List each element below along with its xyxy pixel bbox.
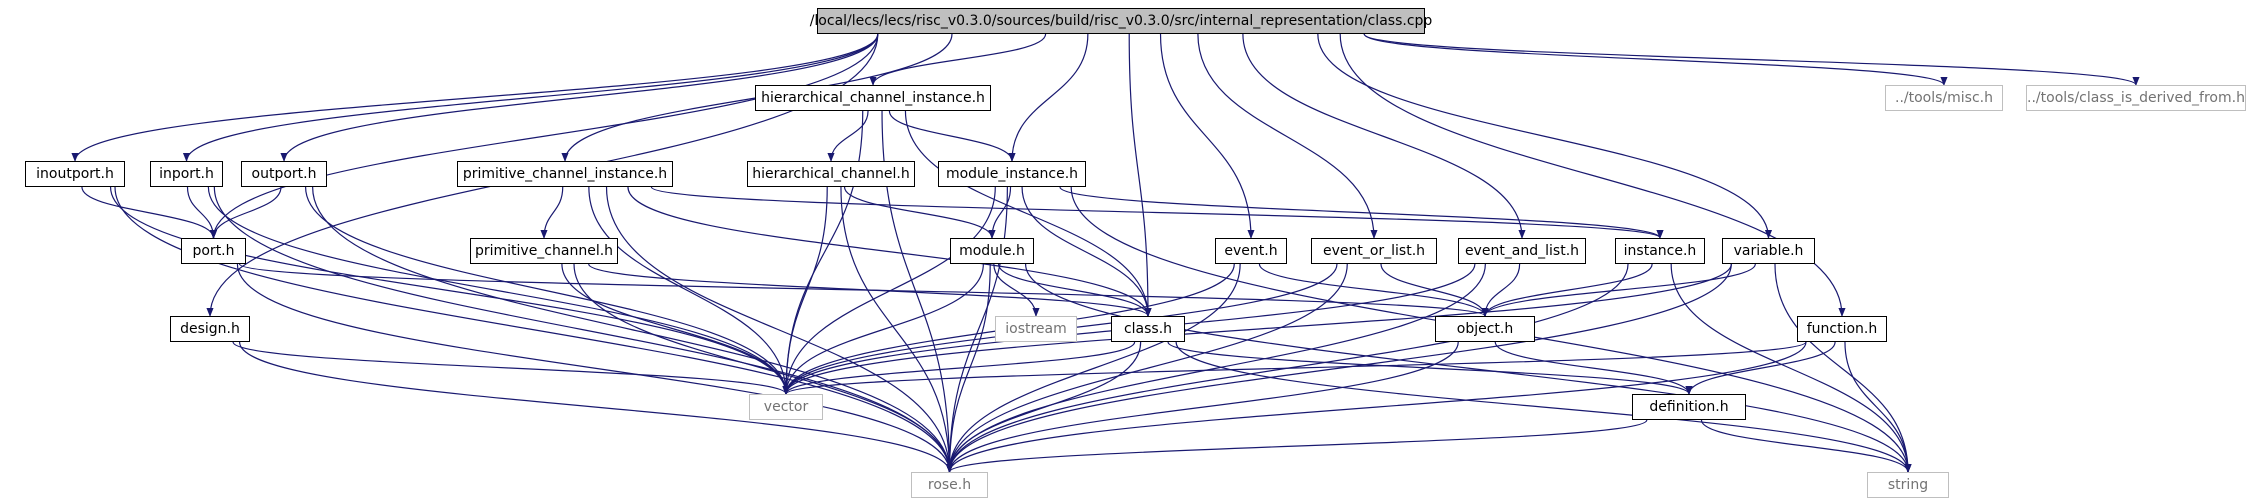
node-module-instance-h[interactable]: module_instance.h <box>938 161 1086 187</box>
edge-pci-to-pc <box>540 186 564 239</box>
edge-outport-to-vector <box>304 186 790 395</box>
edge-hci-to-hc <box>827 110 869 162</box>
edge-eol-to-rose <box>945 263 1348 473</box>
edge-outport-to-rose <box>312 186 954 473</box>
node-primitive-channel-instance-h[interactable]: primitive_channel_instance.h <box>457 161 673 187</box>
edge-root-to-outport <box>280 33 879 162</box>
edge-function-to-string <box>1844 341 1912 473</box>
edge-eol-to-object <box>1380 263 1489 317</box>
edge-root-to-event <box>1159 33 1255 239</box>
edge-module-to-vector <box>782 263 984 395</box>
node-rose-h: rose.h <box>911 472 988 498</box>
edge-root-to-inoutport <box>71 33 879 162</box>
edge-mi-to-class <box>1021 186 1152 317</box>
edge-function-to-definition <box>1685 341 1836 395</box>
edge-pc-to-class <box>588 263 1152 317</box>
edge-hc-to-module <box>843 186 996 239</box>
edge-definition-to-string <box>1700 419 1912 473</box>
edge-inport-to-vector <box>207 186 790 395</box>
edge-function-to-rose <box>946 341 1807 473</box>
edge-module-to-iostream <box>993 263 1040 317</box>
edge-hci-to-mi <box>888 110 1016 162</box>
edge-class-to-vector <box>782 341 1136 395</box>
edge-module-to-string <box>1025 263 1912 473</box>
node-iostream: iostream <box>995 316 1077 342</box>
edge-pci-to-vector <box>588 186 790 395</box>
node-port-h[interactable]: port.h <box>181 238 246 264</box>
node-vector: vector <box>749 394 823 420</box>
edge-pci-to-class <box>627 186 1152 317</box>
edge-class-to-definition <box>1167 341 1693 395</box>
edge-design-to-vector <box>232 341 790 395</box>
edge-variable-to-rose <box>945 263 1732 473</box>
edge-mi-to-instance <box>1059 186 1664 239</box>
edge-root-to-eal <box>1242 33 1526 239</box>
edge-root-to-variable <box>1317 33 1773 239</box>
edge-variable-to-object <box>1481 263 1756 317</box>
edge-inoutport-to-rose <box>114 186 954 473</box>
edge-mi-to-module <box>988 186 1012 239</box>
edge-object-to-definition <box>1494 341 1693 395</box>
edge-inport-to-rose <box>213 186 954 473</box>
edge-pci-to-instance <box>650 186 1664 239</box>
edge-inoutport-to-port <box>81 186 218 239</box>
node-object-h[interactable]: object.h <box>1435 316 1535 342</box>
edge-class-to-string <box>1175 341 1912 473</box>
node-class-h[interactable]: class.h <box>1111 316 1185 342</box>
node-primitive-channel-h[interactable]: primitive_channel.h <box>470 238 618 264</box>
edge-inoutport-to-vector <box>109 186 790 395</box>
edge-root-to-eol <box>1197 33 1378 239</box>
edge-instance-to-object <box>1481 263 1653 317</box>
node-hierarchical-channel-h[interactable]: hierarchical_channel.h <box>747 161 915 187</box>
edge-port-to-rose <box>236 263 954 473</box>
node-inport-h[interactable]: inport.h <box>150 161 223 187</box>
edge-module-to-rose <box>945 263 991 473</box>
node-event-and-list-h[interactable]: event_and_list.h <box>1458 238 1586 264</box>
edge-event-to-object <box>1258 263 1489 317</box>
node-outport-h[interactable]: outport.h <box>241 161 327 187</box>
node-tools-class-is-derived-from-h: ../tools/class_is_derived_from.h <box>2026 85 2246 111</box>
edge-root-to-inport <box>182 33 879 162</box>
edge-design-to-rose <box>238 341 954 473</box>
node-event-h[interactable]: event.h <box>1215 238 1287 264</box>
edge-hci-to-class <box>904 110 1152 317</box>
edge-pci-to-rose <box>605 186 954 473</box>
edge-variable-to-vector <box>782 263 1732 395</box>
node-module-h[interactable]: module.h <box>950 238 1034 264</box>
node-inoutport-h[interactable]: inoutport.h <box>25 161 125 187</box>
node-variable-h[interactable]: variable.h <box>1722 238 1815 264</box>
node-class-cpp[interactable]: /local/lecs/lecs/risc_v0.3.0/sources/bui… <box>810 8 1432 34</box>
edge-outport-to-port <box>209 186 282 239</box>
node-event-or-list-h[interactable]: event_or_list.h <box>1311 238 1437 264</box>
node-definition-h[interactable]: definition.h <box>1632 394 1746 420</box>
node-instance-h[interactable]: instance.h <box>1615 238 1705 264</box>
node-hierarchical-channel-instance-h[interactable]: hierarchical_channel_instance.h <box>755 85 991 111</box>
node-string: string <box>1867 472 1949 498</box>
edge-hc-to-rose <box>840 186 954 473</box>
edge-class-to-rose <box>945 341 1142 473</box>
edge-root-to-cidf <box>1363 33 2140 86</box>
edge-root-to-function <box>1339 33 1846 317</box>
edge-root-to-class <box>1128 33 1152 317</box>
edge-mi-to-rose <box>945 186 1008 473</box>
edge-hc-to-vector <box>782 186 828 395</box>
edge-event-to-rose <box>945 263 1241 473</box>
edge-function-to-vector <box>782 341 1807 395</box>
edge-pc-to-rose <box>573 263 954 473</box>
edge-root-to-misc <box>1363 33 1948 86</box>
edge-variable-to-string <box>1774 263 1912 473</box>
node-tools-misc-h: ../tools/misc.h <box>1885 85 2003 111</box>
edge-instance-to-string <box>1670 263 1912 473</box>
edge-root-to-mi <box>1008 33 1089 162</box>
edge-definition-to-rose <box>946 419 1648 473</box>
edge-object-to-rose <box>945 341 1459 473</box>
node-function-h[interactable]: function.h <box>1797 316 1887 342</box>
edge-root-to-port <box>209 33 879 239</box>
node-design-h[interactable]: design.h <box>170 316 250 342</box>
edge-layer <box>71 33 2140 473</box>
edge-root-to-hci <box>869 33 1047 86</box>
